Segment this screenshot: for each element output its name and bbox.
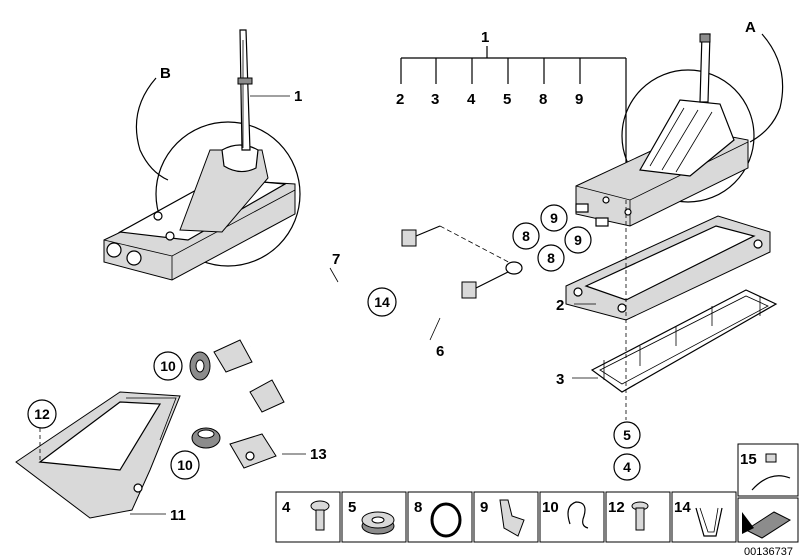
callout-4-text: 4 [623, 459, 631, 475]
label-1-top: 1 [481, 29, 489, 46]
callout-12-text: 12 [34, 406, 50, 422]
group-item-5: 5 [503, 91, 511, 108]
group-item-8: 8 [539, 91, 547, 108]
callout-9b [564, 226, 592, 254]
callout-14 [367, 287, 397, 317]
seal-frame-part-3 [590, 289, 778, 393]
legend-num-15: 15 [740, 451, 757, 468]
bushing-icon [361, 511, 395, 535]
spring-clip-icon [567, 501, 589, 529]
callout-8a-text: 8 [522, 228, 530, 244]
legend-num-8: 8 [414, 499, 422, 516]
callout-4 [613, 453, 641, 481]
parts-legend: 4 5 8 9 10 12 [275, 443, 799, 543]
callout-10a-text: 10 [160, 358, 176, 374]
label-2: 2 [556, 297, 564, 314]
callout-10b [170, 450, 200, 480]
callout-9a-text: 9 [550, 210, 558, 226]
leader-6 [429, 317, 441, 341]
legend-num-5: 5 [348, 499, 356, 516]
legend-tile-4 [275, 491, 341, 543]
legend-num-14: 14 [674, 499, 691, 516]
label-3: 3 [556, 371, 564, 388]
label-a: A [745, 19, 756, 36]
detail-a-shifter-housing [575, 33, 784, 227]
legend-tile-15 [737, 443, 799, 497]
screw-icon [631, 501, 649, 531]
label-1-left: 1 [294, 88, 302, 105]
callout-9b-text: 9 [574, 232, 582, 248]
label-7: 7 [332, 251, 340, 268]
bolt-icon [310, 500, 330, 531]
callout-10a [153, 351, 183, 381]
legend-tile-14 [671, 491, 737, 543]
direction-arrow-icon [742, 511, 792, 539]
label-b: B [160, 65, 171, 82]
clip-part-13 [229, 433, 277, 469]
document-id: 00136737 [744, 546, 793, 558]
callout-10b-text: 10 [177, 457, 193, 473]
group-item-3: 3 [431, 91, 439, 108]
group-bracket-1 [400, 46, 627, 200]
callout-12 [27, 399, 57, 429]
legend-tile-10 [539, 491, 605, 543]
leader-7 [329, 267, 339, 283]
cable-part-6 [249, 261, 523, 413]
cable-part-7 [213, 225, 517, 373]
legend-num-9: 9 [480, 499, 488, 516]
cable-tie-icon [751, 453, 791, 491]
callout-8b [537, 244, 565, 272]
o-ring-icon [430, 502, 462, 538]
callout-8a [512, 222, 540, 250]
label-6: 6 [436, 343, 444, 360]
callout-5 [613, 421, 641, 449]
callout-14-text: 14 [374, 294, 390, 310]
callout-8b-text: 8 [547, 250, 555, 266]
group-item-4: 4 [467, 91, 476, 108]
label-13: 13 [310, 446, 327, 463]
legend-num-10: 10 [542, 499, 559, 516]
gasket-part-2 [565, 215, 771, 321]
detail-b-shifter-assembly [103, 29, 301, 281]
group-item-2: 2 [396, 91, 404, 108]
clip-icon [499, 499, 525, 537]
bracket-part-11 [15, 391, 181, 519]
callout-9a [540, 204, 568, 232]
legend-num-4: 4 [282, 499, 291, 516]
bushing-part-10 [189, 351, 221, 449]
legend-num-12: 12 [608, 499, 625, 516]
label-11: 11 [170, 507, 186, 524]
group-item-9: 9 [575, 91, 583, 108]
callout-5-text: 5 [623, 427, 631, 443]
retaining-clip-icon [695, 507, 723, 537]
